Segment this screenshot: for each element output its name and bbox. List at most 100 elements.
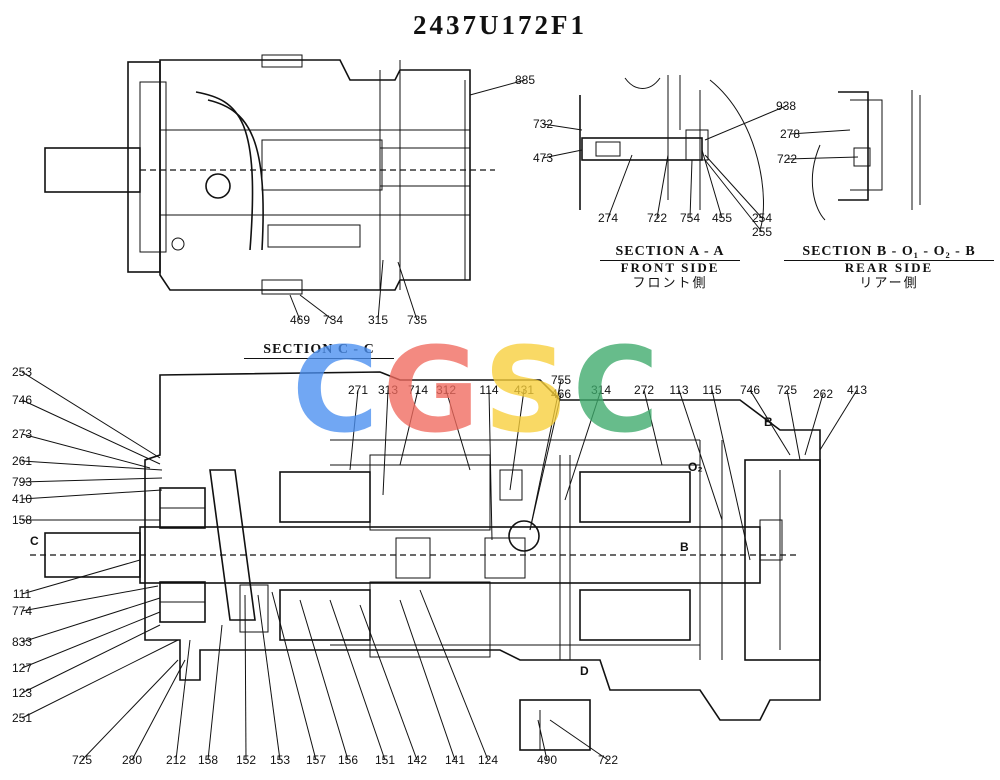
section-b-heading: SECTION B - O₁ - O₂ - B [784,244,994,262]
part-number-label: 271 [348,383,368,397]
leader-line [271,591,317,761]
part-number-label: 111 [13,587,32,601]
leader-line [804,393,824,456]
leader-line [359,604,418,761]
section-a-heading: SECTION A - A [600,244,740,262]
leader-line [399,599,456,761]
leader-line [21,611,161,669]
leader-line [445,389,471,471]
part-number-label: 280 [122,753,142,767]
part-number-label: 413 [847,383,867,397]
leader-line [207,624,223,761]
part-number-label: 158 [12,513,32,527]
leader-line [678,389,723,521]
part-number-label: 469 [290,313,310,327]
section-a-view [579,75,764,231]
part-number-label: 127 [12,661,32,675]
section-a-side: FRONT SIDE [620,260,720,276]
leader-line [542,123,583,131]
section-mark-label: B [680,540,689,554]
leader-line [704,105,787,141]
section-b-jp: リアー側 [859,275,919,291]
leader-line [701,149,723,219]
part-number-label: 262 [813,387,833,401]
part-number-label: 793 [12,475,32,489]
leader-line [21,460,163,471]
leader-line [377,259,384,321]
part-number-label: 114 [479,383,498,397]
leader-line [21,489,163,500]
leader-line [509,389,525,491]
part-number-label: 115 [702,383,721,397]
leader-line [529,379,562,531]
part-number-label: 455 [712,211,732,225]
leader-line [537,719,548,761]
leader-line [564,389,602,501]
part-number-label: 722 [777,152,797,166]
part-number-label: 732 [533,117,553,131]
part-number-label: 490 [537,753,557,767]
leader-line [419,589,489,761]
part-number-label: 938 [776,99,796,113]
part-number-label: 746 [740,383,760,397]
section-a-caption: SECTION A - A FRONT SIDE フロント側 [600,244,740,291]
part-number-label: 152 [236,753,256,767]
part-number-label: 431 [514,383,534,397]
section-b-side: REAR SIDE [844,260,934,276]
section-c-heading: SECTION C - C [244,342,394,360]
leader-line [349,389,359,471]
part-number-label: 124 [478,753,498,767]
leader-line [749,389,791,456]
section-mark-label: O₂ [688,460,703,474]
leader-line [21,624,161,694]
section-a-jp: フロント側 [632,275,708,291]
leader-line [299,599,349,761]
part-number-label: 251 [12,711,32,725]
part-number-label: 473 [533,151,553,165]
part-number-label: 274 [598,211,618,225]
leader-line [704,154,763,219]
section-mark-label: B [764,415,773,429]
leader-line [329,599,386,761]
part-number-label: 254 [752,211,772,225]
section-c-view [30,371,821,751]
leader-line [21,597,161,643]
part-number-label: 714 [408,383,428,397]
part-number-label: 885 [515,73,535,87]
leader-line [21,585,159,612]
part-number-label: 158 [198,753,218,767]
part-number-label: 142 [407,753,427,767]
section-mark-label: C [30,534,39,548]
leader-line [643,389,663,466]
leader-line [529,393,562,531]
part-number-label: 273 [12,427,32,441]
leader-line [21,371,161,459]
part-number-label: 212 [166,753,186,767]
leader-line [542,149,583,159]
part-number-label: 278 [780,127,800,141]
leader-line [689,159,693,219]
part-number-label: 735 [407,313,427,327]
leader-line [289,294,301,321]
part-number-label: 123 [12,686,32,700]
part-number-label: 315 [368,313,388,327]
leader-line [21,559,141,595]
section-b-view [811,90,921,221]
part-number-label: 754 [680,211,700,225]
part-number-label: 151 [375,753,395,767]
leader-line [786,389,801,461]
part-number-label: 156 [338,753,358,767]
leader-line [382,389,389,496]
leader-line [299,294,334,321]
part-number-label: 734 [323,313,343,327]
leader-line [819,389,858,451]
part-number-label: 141 [445,753,465,767]
leader-line [244,594,247,761]
leader-line [488,389,493,541]
part-number-label: 153 [270,753,290,767]
drawing-title: 2437U172F1 [413,10,587,40]
part-number-label: 746 [12,393,32,407]
leader-line [175,639,191,761]
